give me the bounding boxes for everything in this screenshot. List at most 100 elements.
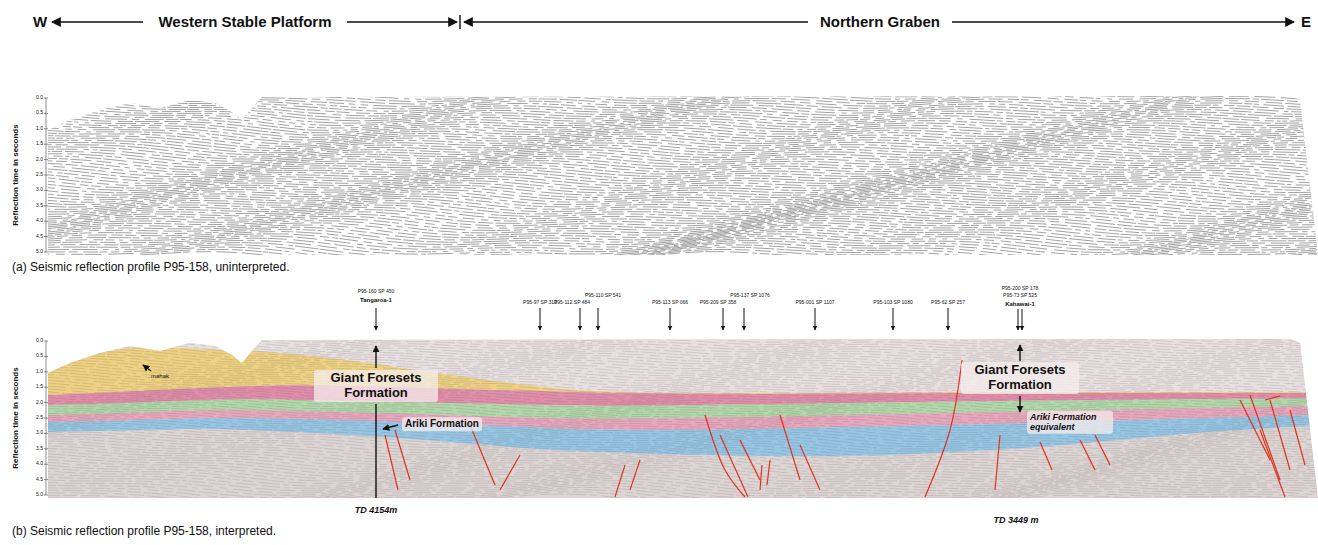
fault-line (1095, 435, 1110, 465)
tick-label: 1.5 (36, 141, 43, 147)
axis-tick (44, 144, 48, 145)
shotpoint-label: P95-001 SP 1107 (795, 300, 834, 306)
fault-line (470, 425, 495, 485)
axis-tick (44, 479, 48, 480)
axis-tick (44, 190, 48, 191)
tick-label: 4.0 (36, 218, 43, 224)
tick-label: 2.0 (36, 400, 43, 406)
tick-label: 3.5 (36, 446, 43, 452)
tick-label: 0.0 (36, 338, 43, 344)
shotpoint-label: P95-160 SP 450 (358, 289, 395, 295)
callout-arrow (375, 346, 376, 368)
shotpoint-arrow (815, 308, 816, 330)
shotpoint-arrow (744, 308, 745, 330)
shotpoint-arrow (540, 308, 541, 330)
extent-divider (459, 15, 460, 29)
callout-arrow (143, 365, 151, 371)
shotpoint-label: P95-110 SP 541 (585, 293, 621, 299)
total-depth: TD 4154m (355, 505, 398, 515)
fault-line (500, 455, 520, 490)
well-name: Kahawai-1 (1005, 301, 1035, 308)
axis-tick (44, 159, 48, 160)
fault-line (760, 465, 762, 490)
shotpoint-label: P95-73 SP 525 (1003, 293, 1037, 299)
shotpoint-label: P95-62 SP 257 (931, 300, 965, 306)
fault-line (780, 415, 800, 480)
shotpoint-label: P95-113 SP 066 (652, 300, 688, 306)
direction-label: E (1301, 13, 1311, 30)
tick-label: 3.0 (36, 431, 43, 437)
fault-line (740, 440, 760, 480)
well-name: Tangaroa-1 (360, 297, 392, 304)
region-label: Northern Graben (820, 13, 940, 30)
shotpoint-arrow (893, 308, 894, 330)
tick-label: 5.0 (36, 492, 43, 498)
shotpoint-label: P95-137 SP 1076 (730, 293, 769, 299)
region-label: Western Stable Platform (158, 13, 331, 30)
tick-label: 3.5 (36, 203, 43, 209)
axis-tick (44, 418, 48, 419)
tick-label: 1.0 (36, 369, 43, 375)
fault-line (395, 430, 410, 480)
formation-label: Ariki Formation (402, 417, 482, 431)
shotpoint-arrow (598, 308, 599, 330)
shotpoint-arrow (376, 308, 377, 330)
direction-label: W (33, 13, 47, 30)
tick-label: 4.5 (36, 477, 43, 483)
fault-line (1260, 430, 1285, 497)
tick-label: 0.5 (36, 111, 43, 117)
axis-tick (44, 356, 48, 357)
fault-line (767, 460, 770, 485)
callout-arrow (1019, 396, 1020, 412)
fault-line (720, 435, 748, 497)
fault-line (385, 435, 398, 490)
callout-arrow (1019, 345, 1020, 361)
axis-title: Reflection time in seconds (11, 124, 20, 225)
axis-tick (44, 175, 48, 176)
axis-tick (44, 205, 48, 206)
shotpoint-label: P95-103 SP 1080 (873, 300, 912, 306)
profile-clip (40, 76, 1318, 269)
seismic-profile-interpreted (40, 320, 1318, 512)
time-axes (44, 98, 48, 495)
fault-line (1270, 400, 1290, 470)
formation-label: Giant Foresets Formation (314, 370, 438, 402)
fault-line (800, 445, 820, 490)
total-depth: TD 3449 m (993, 515, 1038, 525)
extent-arrow (464, 21, 808, 22)
panel-caption: (b) Seismic reflection profile P95-158, … (12, 525, 276, 539)
fault-line (995, 435, 1000, 490)
tick-label: 1.5 (36, 384, 43, 390)
fault-line (1290, 410, 1305, 465)
reflection-texture (40, 320, 1318, 512)
tick-label: 4.5 (36, 234, 43, 240)
panel-caption: (a) Seismic reflection profile P95-158, … (12, 261, 289, 275)
well-track (375, 404, 376, 498)
extent-arrow (952, 21, 1294, 22)
tick-label: 3.0 (36, 188, 43, 194)
extent-arrow (347, 21, 457, 22)
shotpoint-arrow (1018, 309, 1019, 330)
fault-line (1250, 395, 1280, 480)
axis-title: Reflection time in seconds (11, 367, 20, 468)
fault-line (705, 415, 745, 497)
tick-label: 2.5 (36, 172, 43, 178)
callout-arrow (383, 425, 398, 429)
tick-label: 4.0 (36, 461, 43, 467)
fault-line (1080, 440, 1095, 470)
formation-label: Giant Foresets Formation (961, 362, 1079, 394)
axis-tick (44, 371, 48, 372)
fault-line (1040, 442, 1052, 470)
tick-label: 0.5 (36, 354, 43, 360)
seismic-profile-uninterpreted (40, 76, 1318, 269)
tick-label: 0.0 (36, 95, 43, 101)
shotpoint-arrow (948, 308, 949, 330)
shotpoint-arrow (723, 308, 724, 330)
reflection-texture (40, 76, 1318, 269)
axis-tick (44, 341, 48, 342)
well-markers (143, 308, 1022, 498)
profile-clip (40, 320, 1318, 512)
shotpoint-label: P95-200 SP 178 (1002, 286, 1039, 292)
feature-label: mahak (151, 373, 169, 380)
